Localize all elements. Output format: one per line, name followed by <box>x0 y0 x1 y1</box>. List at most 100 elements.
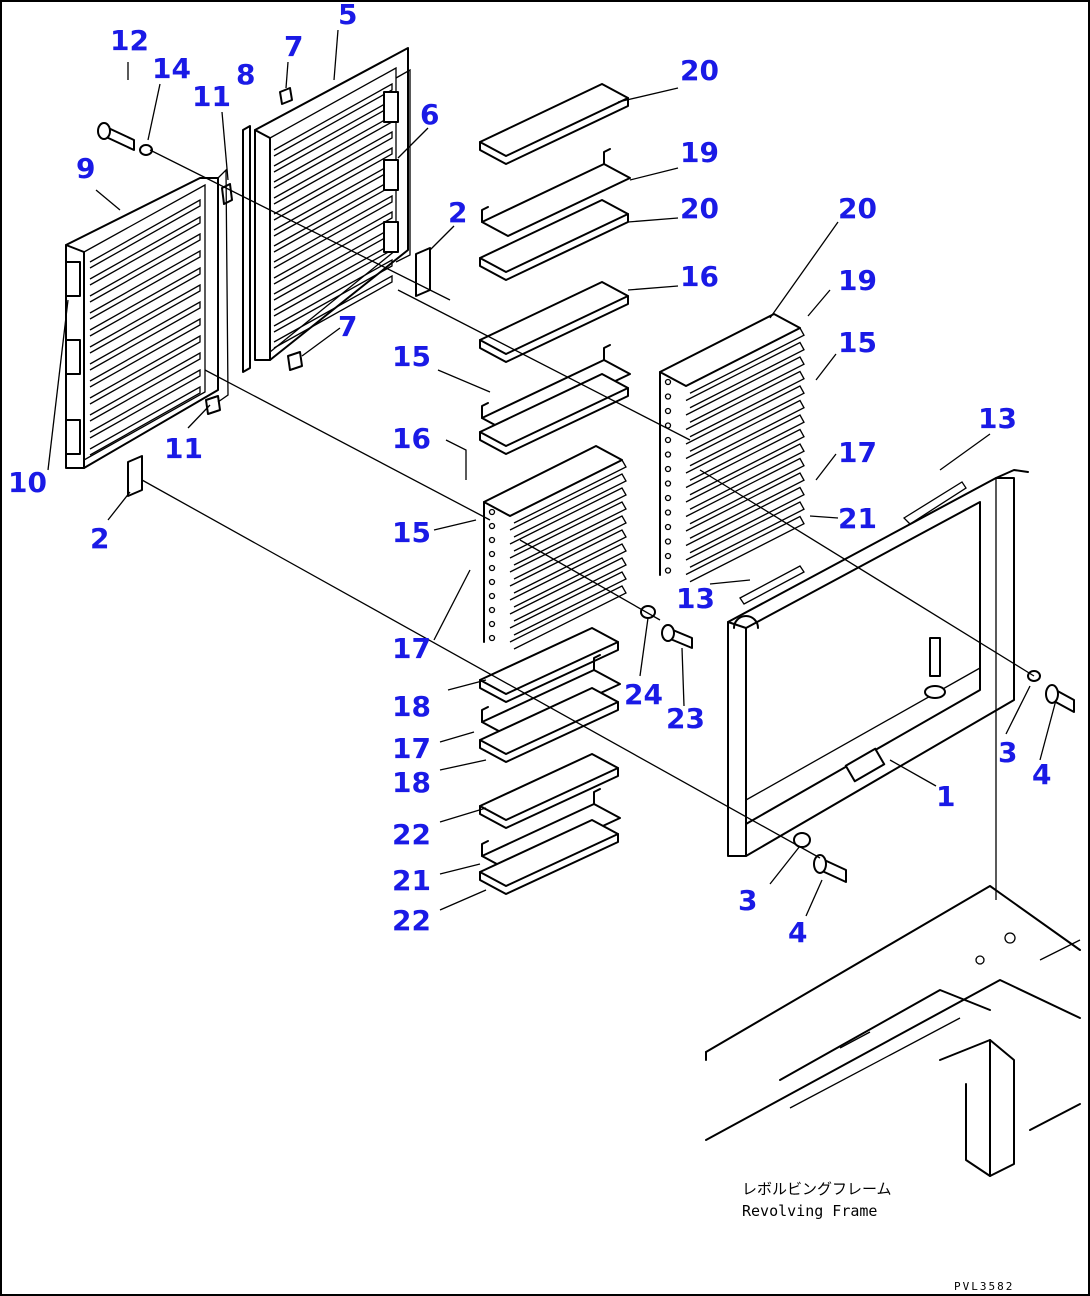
plate-18b-edge <box>479 701 619 763</box>
block-r-slat <box>685 472 805 539</box>
block-r-hole <box>664 378 672 386</box>
callout-22: 22 <box>392 818 431 851</box>
caption-japanese: レボルビングフレーム <box>742 1180 892 1198</box>
grille-door-part-9 <box>65 168 229 469</box>
louvre-slat <box>89 300 201 371</box>
louvre-block-center <box>483 445 627 650</box>
block-c-slat <box>509 501 627 566</box>
clip-part-7b <box>287 351 303 371</box>
block-c-hole <box>488 508 496 516</box>
louvre-slat <box>273 210 393 285</box>
block-c-slat <box>509 487 627 552</box>
clip-part-11a <box>221 183 233 205</box>
louvre-block-right <box>659 313 805 583</box>
seal-strip-part-8 <box>242 125 251 373</box>
block-r-slat <box>685 341 805 409</box>
block-c-hole <box>488 620 496 628</box>
callout-8: 8 <box>236 58 255 91</box>
plate-20-top-edge <box>479 97 629 165</box>
callout-17c: 17 <box>838 436 877 469</box>
callout-11b: 11 <box>164 432 203 465</box>
block-r-hole <box>664 523 672 531</box>
callout-5: 5 <box>338 0 357 31</box>
callout-10: 10 <box>8 466 47 499</box>
callout-20c: 20 <box>838 192 877 225</box>
block-r-hole <box>664 538 672 545</box>
block-r-slat <box>685 414 805 481</box>
clip-part-7a <box>279 87 293 105</box>
plate-15b-edge <box>479 387 629 455</box>
block-r-hole <box>664 480 672 487</box>
block-r-slat <box>685 457 805 525</box>
block-c-slat <box>509 543 627 608</box>
louvre-slat <box>273 194 393 269</box>
plate-20-mid-edge <box>479 213 629 281</box>
callout-24: 24 <box>624 678 663 711</box>
block-r-hole <box>664 451 672 458</box>
louvre-slat <box>89 249 201 320</box>
callout-6: 6 <box>420 98 439 131</box>
callout-12: 12 <box>110 24 149 57</box>
bracket-19-lip <box>481 206 489 223</box>
louvre-slat <box>89 334 201 405</box>
callout-1: 1 <box>936 780 955 813</box>
block-r-slat <box>685 327 805 394</box>
block-r-hole <box>664 436 672 444</box>
callout-labels: 12 14 11 8 7 5 6 9 2 7 10 11 2 20 19 20 … <box>8 0 1051 949</box>
block-c-hole <box>488 522 496 530</box>
callout-3: 3 <box>998 736 1017 769</box>
louvre-slat <box>89 317 201 388</box>
bracket-17-lip <box>481 706 489 723</box>
callout-3b: 3 <box>738 884 757 917</box>
rods-part-13 <box>739 481 967 605</box>
revolving-frame <box>705 885 1081 1177</box>
bolt-part-23 <box>640 605 693 649</box>
callout-7: 7 <box>284 30 303 63</box>
block-c-hole <box>488 578 496 586</box>
clip-part-11b <box>205 395 221 415</box>
vertical-bolt <box>924 637 946 699</box>
louvre-slat <box>89 232 201 303</box>
callout-4b: 4 <box>788 916 807 949</box>
block-r-hole <box>664 393 672 400</box>
bracket-15-lip <box>603 344 611 361</box>
callout-20: 20 <box>680 54 719 87</box>
callout-18b: 18 <box>392 766 431 799</box>
clip-part-2a <box>127 455 143 497</box>
bolt-part-4b <box>793 832 847 883</box>
callout-23: 23 <box>666 702 705 735</box>
block-c-slat <box>509 459 627 524</box>
callout-19: 19 <box>680 136 719 169</box>
block-r-hole <box>664 567 672 574</box>
callout-20b: 20 <box>680 192 719 225</box>
callout-14: 14 <box>152 52 191 85</box>
plate-22a-edge <box>479 767 619 829</box>
callout-13b: 13 <box>676 582 715 615</box>
plate-18a-edge <box>479 641 619 703</box>
leader-lines <box>47 29 1057 917</box>
callout-17: 17 <box>392 632 431 665</box>
drawing-code: PVL3582 <box>954 1280 1014 1293</box>
block-r-hole <box>664 465 672 473</box>
louvre-slat <box>89 385 201 456</box>
callout-17b: 17 <box>392 732 431 765</box>
block-c-hole <box>488 536 496 544</box>
callout-15: 15 <box>392 340 431 373</box>
louvre-slat <box>273 82 393 157</box>
callout-21b: 21 <box>838 502 877 535</box>
callout-7b: 7 <box>338 310 357 343</box>
plate-22b-edge <box>479 833 619 895</box>
block-r-slat <box>685 356 805 423</box>
louvre-slat <box>89 368 201 439</box>
projection-lines <box>141 149 1035 900</box>
bracket-21-lip <box>481 840 489 857</box>
louvre-plate-stack-center <box>479 83 631 455</box>
louvre-slat <box>89 198 201 269</box>
louvre-slat <box>273 274 393 349</box>
callout-18: 18 <box>392 690 431 723</box>
louvre-plate-stack-bottom <box>479 627 621 895</box>
callout-13: 13 <box>978 402 1017 435</box>
callout-15c: 15 <box>838 326 877 359</box>
louvre-slat <box>273 146 393 221</box>
louvre-slat <box>89 266 201 337</box>
